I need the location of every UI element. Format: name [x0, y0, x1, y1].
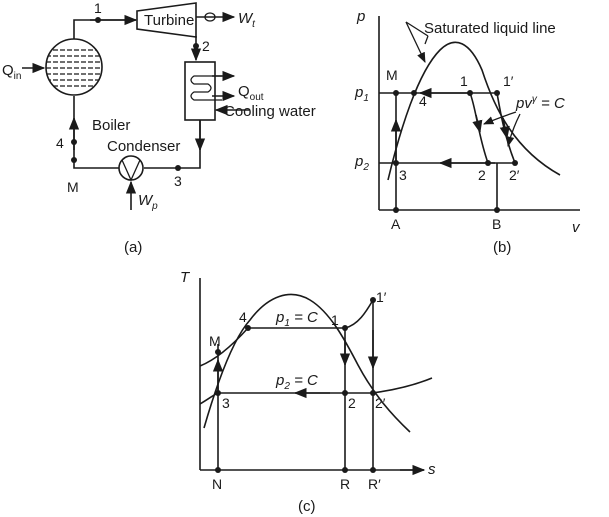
- caption-a: (a): [124, 239, 142, 256]
- state-point-3: [175, 165, 181, 171]
- ts-label-2: 2: [348, 395, 356, 411]
- label-3: 3: [174, 173, 182, 189]
- caption-b: (b): [493, 239, 511, 256]
- p-axis-label: p: [356, 8, 365, 25]
- ts-label-1: 1: [331, 312, 339, 328]
- pv-label-4: 4: [419, 93, 427, 109]
- saturation-dome: [387, 41, 561, 181]
- p1-label: p1: [354, 84, 369, 104]
- ts-label-n: N: [212, 476, 222, 492]
- caption-c: (c): [298, 498, 316, 515]
- panel-a-schematic: Qin 1 Turbine Wt 2 Qout Cooling water: [2, 0, 316, 256]
- pv-label-m: M: [386, 67, 398, 83]
- state-point-m: [71, 157, 77, 163]
- s-axis-label: s: [428, 461, 436, 478]
- turbine-work-label: Wt: [238, 10, 256, 30]
- pv-label-2p: 2′: [509, 167, 520, 183]
- pv-label-1: 1: [460, 73, 468, 89]
- condenser-label: Condenser: [107, 138, 180, 155]
- pump: [118, 155, 144, 181]
- heat-out-label: Qout: [238, 83, 264, 103]
- ts-label-r: R: [340, 476, 350, 492]
- cooling-water-label: Cooling water: [224, 103, 316, 120]
- pv-gamma-label: pvγ = C: [515, 94, 565, 112]
- t-axis-label: T: [180, 269, 191, 286]
- expansion-1p-2p: [496, 92, 516, 164]
- state-point-1: [95, 17, 101, 23]
- label-m: M: [67, 179, 79, 195]
- saturated-liquid-label: Saturated liquid line: [424, 20, 556, 37]
- panel-c-ts-diagram: T s p1 = C p2 = C M 4 1 1′ 3 2 2′: [180, 269, 436, 515]
- v-axis-label: v: [572, 219, 581, 236]
- pv-label-a: A: [391, 216, 401, 232]
- condenser: [184, 61, 222, 121]
- label-4: 4: [56, 135, 64, 151]
- ts-label-2p: 2′: [375, 395, 386, 411]
- boiler: [45, 38, 103, 96]
- heat-in-label: Qin: [2, 62, 21, 82]
- boiler-label: Boiler: [92, 117, 130, 134]
- ts-label-3: 3: [222, 395, 230, 411]
- pv-label-b: B: [492, 216, 501, 232]
- pv-label-1p: 1′: [503, 73, 514, 89]
- panel-b-pv-diagram: p v Saturated liquid line p1 p2 pvγ = C …: [354, 8, 581, 256]
- pv-label-2: 2: [478, 167, 486, 183]
- state-point-2: [193, 43, 199, 49]
- turbine-label: Turbine: [144, 12, 194, 29]
- ts-p2-label: p2 = C: [275, 372, 318, 392]
- pv-label-3: 3: [399, 167, 407, 183]
- label-1: 1: [94, 0, 102, 16]
- ts-label-1p: 1′: [376, 289, 387, 305]
- ts-p1-label: p1 = C: [275, 309, 318, 329]
- label-2: 2: [202, 38, 210, 54]
- pump-work-label: Wp: [138, 192, 158, 212]
- ts-label-4: 4: [239, 309, 247, 325]
- ts-label-m: M: [209, 333, 221, 349]
- p2-label: p2: [354, 153, 369, 173]
- ts-label-rp: R′: [368, 476, 381, 492]
- steam-pipe: [73, 19, 136, 39]
- state-point-4: [71, 139, 77, 145]
